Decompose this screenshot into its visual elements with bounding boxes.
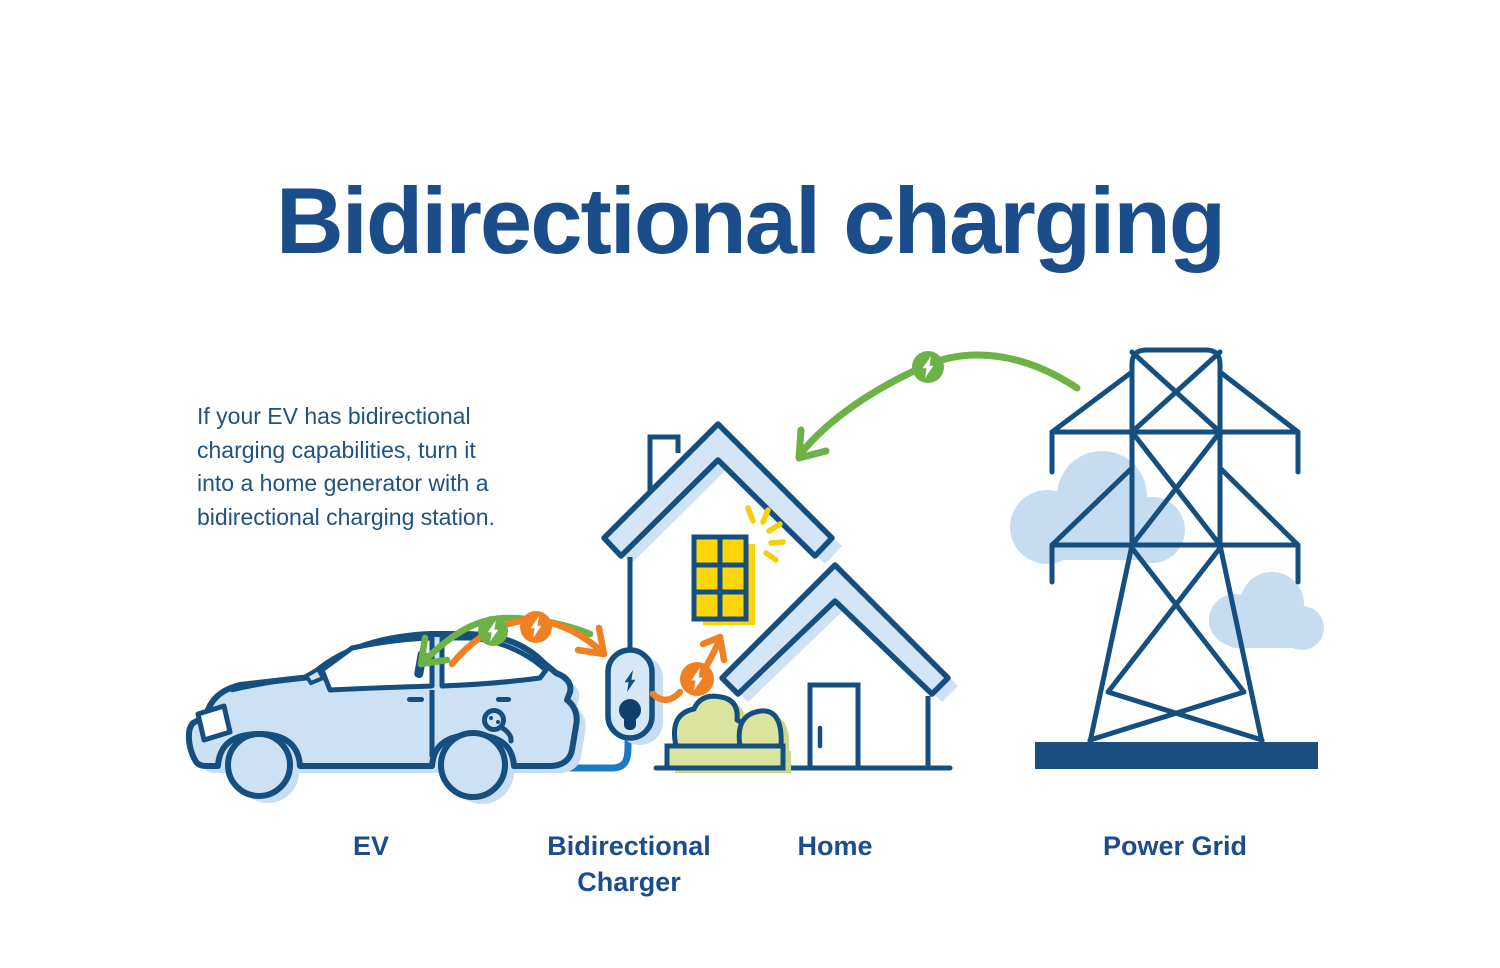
tower-legs bbox=[1087, 542, 1265, 745]
chimney bbox=[647, 434, 681, 492]
intro-paragraph: If your EV has bidirectional charging ca… bbox=[197, 400, 587, 534]
front-door bbox=[807, 682, 861, 771]
tower-base bbox=[1035, 742, 1318, 769]
arrowhead-grid-to-home bbox=[795, 426, 830, 462]
door-handle-front bbox=[407, 697, 424, 702]
bushes bbox=[664, 693, 791, 773]
page-title: Bidirectional charging bbox=[275, 167, 1226, 273]
arrow-charger-to-home bbox=[649, 633, 728, 703]
charge-port bbox=[482, 708, 514, 744]
arrowhead-charger-to-home bbox=[699, 633, 728, 664]
label-bidirectional-charger: Bidirectional Charger bbox=[547, 828, 711, 900]
window-shine-icon bbox=[745, 505, 786, 563]
arrowhead-charger-to-ev bbox=[417, 634, 451, 668]
tower-upper-arms bbox=[1049, 369, 1301, 435]
label-power-grid: Power Grid bbox=[1102, 831, 1248, 861]
label-charger-line2: Charger bbox=[577, 867, 681, 897]
charger-connector bbox=[619, 699, 641, 730]
electric-vehicle-illustration bbox=[185, 631, 586, 804]
tower-top-brace bbox=[1129, 349, 1223, 435]
energy-badge-ev-green bbox=[478, 616, 508, 646]
intro-line-4: bidirectional charging station. bbox=[197, 503, 495, 530]
hood-crease bbox=[229, 675, 309, 693]
bush-left bbox=[672, 693, 749, 749]
energy-badge-ev-orange bbox=[520, 611, 552, 643]
power-grid-tower bbox=[1049, 347, 1301, 745]
energy-badge-grid bbox=[912, 351, 944, 383]
intro-line-2: charging capabilities, turn it bbox=[197, 436, 476, 463]
car-front-window bbox=[319, 635, 435, 693]
label-charger-line1: Bidirectional bbox=[547, 831, 711, 861]
tower-leg-braces bbox=[1087, 545, 1265, 743]
tower-top-box bbox=[1129, 347, 1223, 439]
bush-right bbox=[736, 708, 784, 749]
main-roof bbox=[601, 421, 835, 559]
label-home: Home bbox=[797, 831, 873, 861]
bush-base bbox=[664, 743, 786, 771]
tower-mid-section bbox=[1049, 429, 1301, 548]
intro-line-1: If your EV has bidirectional bbox=[197, 403, 471, 429]
arrowhead-ev-to-charger bbox=[574, 624, 608, 658]
rear-wheel bbox=[438, 730, 508, 800]
energy-badge-home bbox=[680, 662, 714, 696]
front-wheel bbox=[225, 731, 293, 799]
lit-window bbox=[691, 534, 749, 622]
intro-line-3: into a home generator with a bbox=[197, 470, 489, 496]
headlight bbox=[195, 703, 233, 743]
tower-crossarm-lower bbox=[1049, 542, 1301, 585]
label-ev: EV bbox=[352, 831, 390, 861]
front-roof bbox=[719, 562, 951, 697]
door-handle-rear bbox=[496, 697, 511, 702]
side-mirror bbox=[303, 666, 326, 686]
home-illustration bbox=[601, 421, 958, 773]
tower-crossarm-upper bbox=[1049, 429, 1301, 475]
